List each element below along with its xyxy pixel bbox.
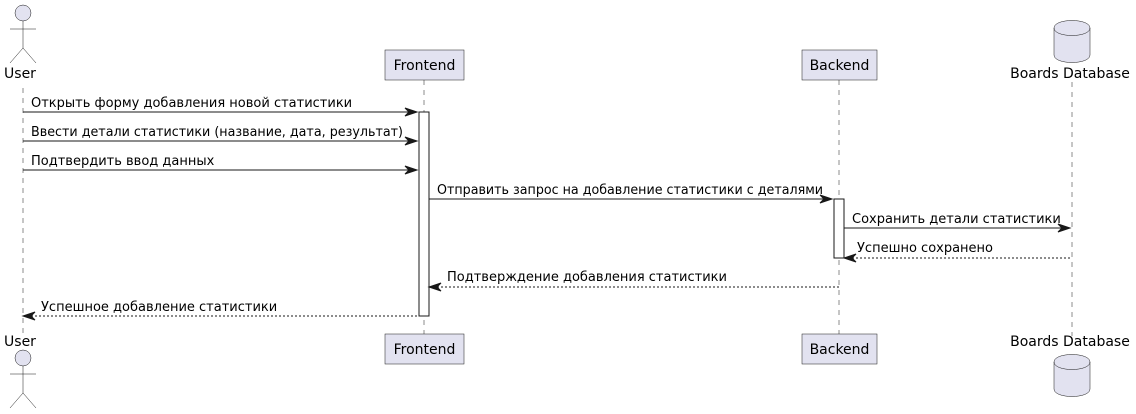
participant-label-db-bottom: Boards Database bbox=[1010, 334, 1130, 350]
actor-user-bottom: User bbox=[4, 334, 37, 409]
message-label: Сохранить детали статистики bbox=[852, 212, 1061, 227]
participant-frontend-top: Frontend bbox=[384, 49, 465, 81]
participant-box-frontend-bottom bbox=[384, 333, 465, 365]
arrowhead-icon bbox=[404, 165, 419, 175]
message-2: Ввести детали статистики (название, дата… bbox=[23, 125, 419, 146]
participant-box-backend-bottom bbox=[801, 333, 878, 365]
message-label: Открыть форму добавления новой статистик… bbox=[31, 96, 352, 111]
message-label: Отправить запрос на добавление статистик… bbox=[437, 183, 823, 198]
arrowhead-icon bbox=[842, 253, 857, 263]
participant-label-user-bottom: User bbox=[4, 334, 36, 350]
message-label: Успешное добавление статистики bbox=[41, 300, 277, 315]
arrowhead-icon bbox=[404, 107, 419, 117]
actor-body-icon bbox=[9, 366, 37, 409]
arrowhead-icon bbox=[1057, 223, 1072, 233]
participant-box-frontend-top bbox=[384, 49, 465, 81]
arrowhead-icon bbox=[404, 136, 419, 146]
activation-backend bbox=[833, 198, 845, 259]
message-8: Успешное добавление статистики bbox=[21, 300, 419, 321]
actor-head-icon bbox=[14, 4, 32, 22]
message-label: Подтвердить ввод данных bbox=[31, 154, 215, 169]
arrowhead-icon bbox=[819, 194, 834, 204]
participant-box-backend-top bbox=[801, 49, 878, 81]
arrowhead-icon bbox=[427, 282, 442, 292]
arrowhead-icon bbox=[21, 311, 36, 321]
message-1: Открыть форму добавления новой статистик… bbox=[23, 96, 419, 117]
participant-label-backend-bottom: Backend bbox=[810, 342, 870, 358]
actor-body-icon bbox=[9, 21, 37, 64]
participant-db-top: Boards Database bbox=[1010, 20, 1130, 82]
message-7: Подтверждение добавления статистики bbox=[427, 270, 839, 292]
message-5: Сохранить детали статистики bbox=[844, 212, 1072, 233]
message-4: Отправить запрос на добавление статистик… bbox=[429, 183, 834, 204]
message-label: Подтверждение добавления статистики bbox=[447, 270, 727, 285]
participant-frontend-bottom: Frontend bbox=[384, 333, 465, 365]
participant-backend-bottom: Backend bbox=[801, 333, 878, 365]
message-label: Успешно сохранено bbox=[857, 241, 993, 256]
participant-db-bottom: Boards Database bbox=[1010, 334, 1130, 397]
message-3: Подтвердить ввод данных bbox=[23, 154, 419, 175]
participant-label-user-top: User bbox=[4, 66, 36, 82]
participant-label-backend-top: Backend bbox=[810, 58, 870, 74]
database-icon bbox=[1053, 20, 1091, 63]
activation-frontend bbox=[418, 111, 430, 317]
actor-head-icon bbox=[14, 349, 32, 367]
actor-user-top: User bbox=[4, 4, 37, 82]
database-icon bbox=[1053, 354, 1091, 397]
participant-backend-top: Backend bbox=[801, 49, 878, 81]
message-6: Успешно сохранено bbox=[842, 241, 1072, 263]
participant-label-frontend-top: Frontend bbox=[394, 58, 456, 74]
participant-label-frontend-bottom: Frontend bbox=[394, 342, 456, 358]
message-label: Ввести детали статистики (название, дата… bbox=[31, 125, 403, 140]
participant-label-db-top: Boards Database bbox=[1010, 66, 1130, 82]
